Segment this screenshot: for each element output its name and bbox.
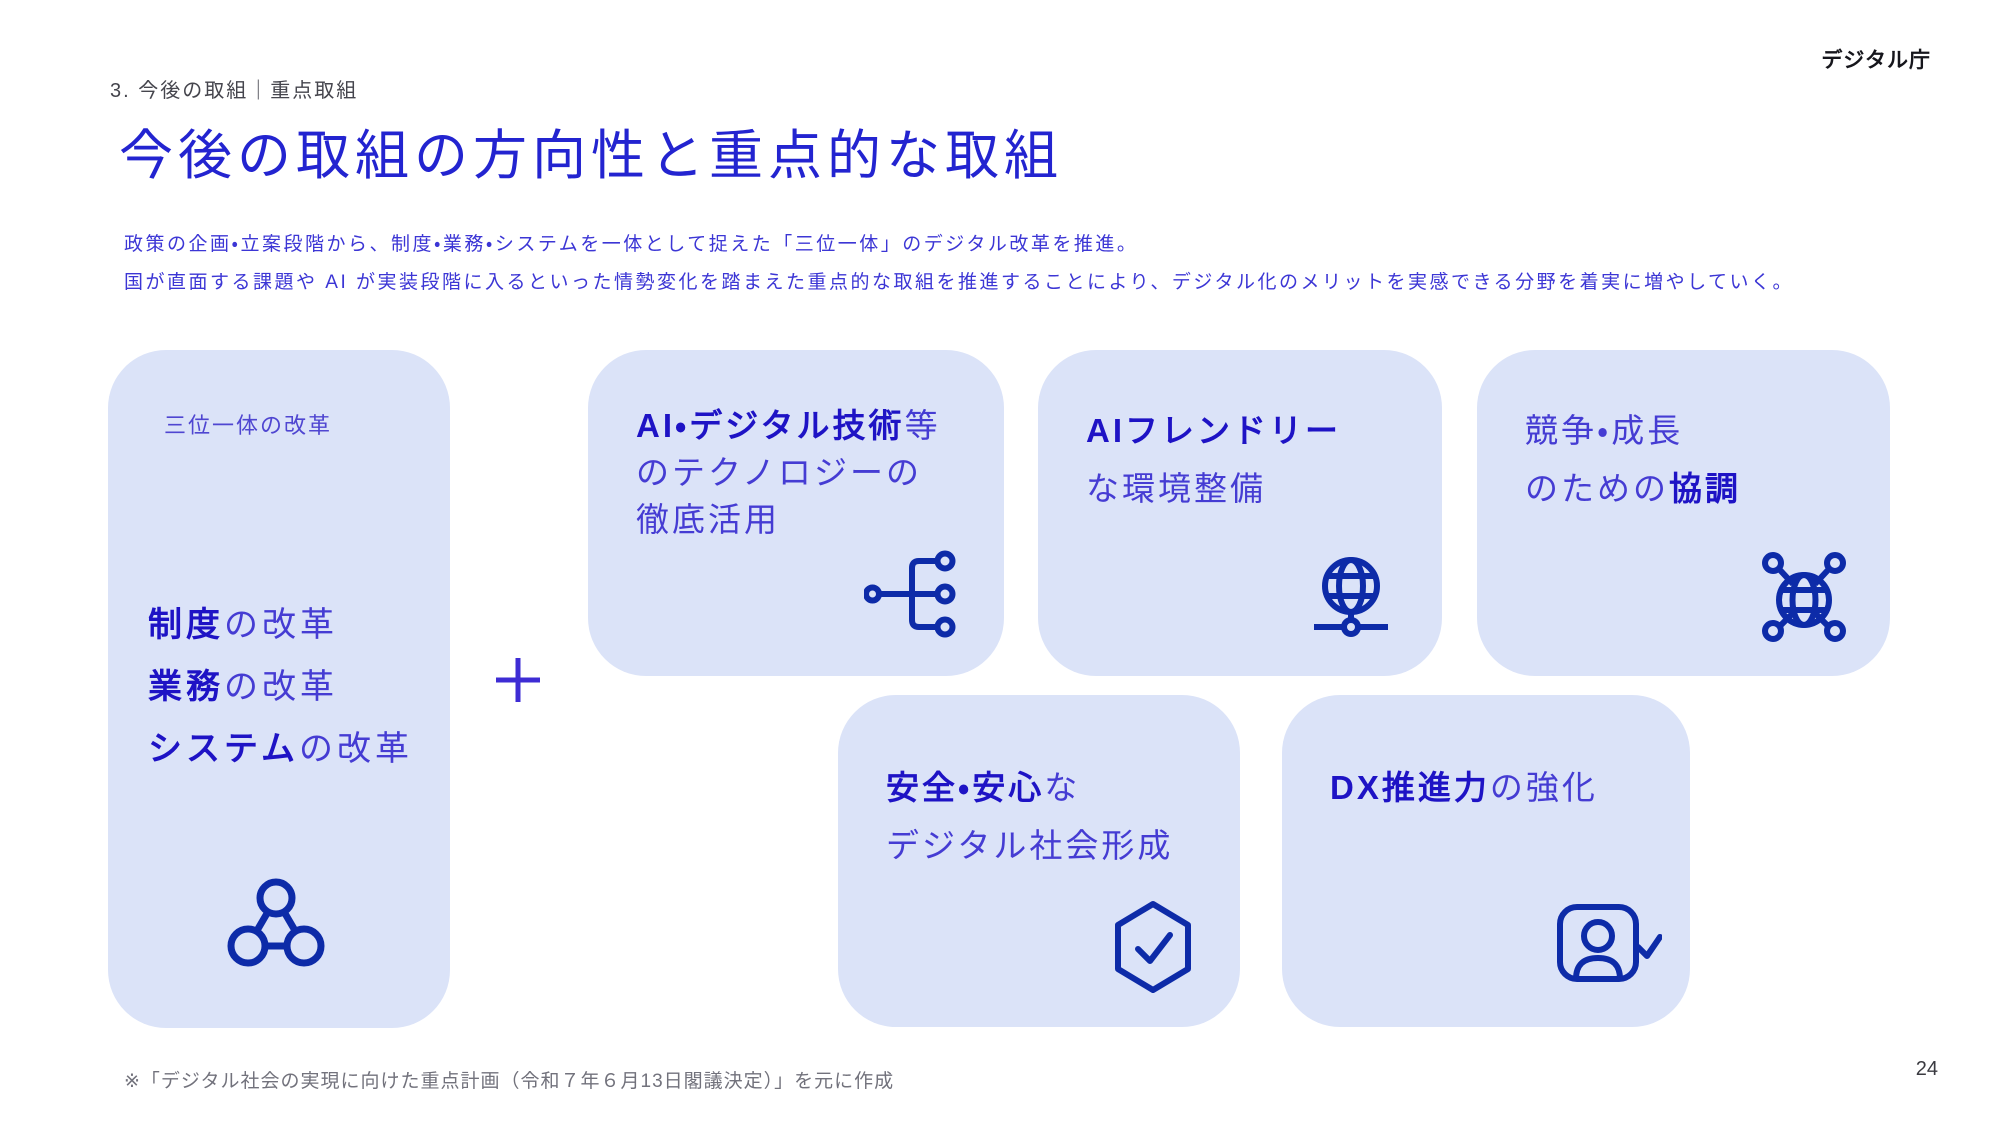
trinity-line-seido-rest: の改革 xyxy=(224,606,338,644)
trinity-line-system: システムの改革 xyxy=(148,718,413,780)
person-check-icon xyxy=(1557,904,1662,982)
card-dx-promotion: DX推進力の強化 xyxy=(1282,695,1690,1027)
safety-line-2: デジタル社会形成 xyxy=(886,827,1174,864)
trinity-line-gyomu-bold: 業務 xyxy=(148,668,224,706)
trinity-line-seido: 制度の改革 xyxy=(148,594,413,656)
trinity-line-gyomu-rest: の改革 xyxy=(224,668,338,706)
ai-friendly-line-1: AIフレンドリー xyxy=(1086,402,1341,460)
globe-collab-icon xyxy=(1762,552,1846,642)
hexagon-check-icon xyxy=(1115,901,1191,993)
plus-symbol xyxy=(492,654,544,711)
safety-line-1: 安全・安心な xyxy=(886,759,1173,817)
breadcrumb: 3. 今後の取組｜重点取組 xyxy=(110,80,359,102)
card-trinity-reform: 三位一体の改革 制度の改革 業務の改革 システムの改革 xyxy=(108,350,450,1028)
trinity-line-gyomu: 業務の改革 xyxy=(148,656,413,718)
trinity-line-system-bold: システム xyxy=(148,730,299,768)
trinity-line-seido-bold: 制度 xyxy=(148,606,224,644)
ai-tech-line-1: AI・デジタル技術等 xyxy=(636,402,941,449)
branch-network-icon xyxy=(864,550,956,638)
lead-line-2: 国が直面する課題や AI が実装段階に入るといった情勢変化を踏まえた重点的な取組… xyxy=(124,272,1795,293)
card-safe-secure-society: 安全・安心な デジタル社会形成 xyxy=(838,695,1240,1027)
competition-line-1: 競争・成長 xyxy=(1525,412,1684,449)
competition-line-2-bold: 協調 xyxy=(1669,470,1741,507)
trinity-circles-icon xyxy=(227,878,325,967)
digital-agency-logo: デジタル庁 xyxy=(1821,49,1931,72)
page-title: 今後の取組の方向性と重点的な取組 xyxy=(119,126,1063,186)
ai-tech-title-bold: AI・デジタル技術 xyxy=(636,407,905,444)
globe-network-icon xyxy=(1314,557,1388,637)
dx-title-rest: の強化 xyxy=(1489,769,1598,806)
dx-title-bold: DX推進力 xyxy=(1330,769,1490,806)
trinity-line-system-rest: の改革 xyxy=(298,730,413,768)
competition-line-2: のための協調 xyxy=(1525,460,1741,518)
lead-line-1: 政策の企画・立案段階から、制度・業務・システムを一体として捉えた「三位一体」のデ… xyxy=(124,234,1139,255)
card-ai-digital-tech: AI・デジタル技術等 のテクノロジーの 徹底活用 xyxy=(588,350,1004,676)
plus-icon xyxy=(496,658,540,702)
page-number: 24 xyxy=(1915,1058,1938,1080)
ai-tech-line-3: 徹底活用 xyxy=(636,501,780,538)
lead-paragraph: 政策の企画・立案段階から、制度・業務・システムを一体として捉えた「三位一体」のデ… xyxy=(124,226,1794,302)
ai-friendly-card-text: AIフレンドリー な環境整備 xyxy=(1086,402,1341,518)
source-footnote: ※「デジタル社会の実現に向けた重点計画（令和７年６月13日閣議決定）」を元に作成 xyxy=(124,1071,895,1092)
trinity-card-label: 三位一体の改革 xyxy=(164,413,333,438)
ai-tech-title-rest: 等 xyxy=(904,407,941,444)
ai-tech-card-text: AI・デジタル技術等 のテクノロジーの 徹底活用 xyxy=(636,402,941,543)
safety-title-bold: 安全・安心 xyxy=(886,769,1045,806)
competition-line-2-pre: のための xyxy=(1525,470,1669,507)
ai-friendly-title-bold: AIフレンドリー xyxy=(1086,412,1341,449)
ai-friendly-line-2: な環境整備 xyxy=(1086,470,1266,507)
card-ai-friendly: AIフレンドリー な環境整備 xyxy=(1038,350,1442,676)
dx-card-text: DX推進力の強化 xyxy=(1330,759,1598,817)
trinity-card-lines: 制度の改革 業務の改革 システムの改革 xyxy=(148,594,413,780)
competition-card-text: 競争・成長 のための協調 xyxy=(1525,402,1741,518)
safety-card-text: 安全・安心な デジタル社会形成 xyxy=(886,759,1173,875)
ai-tech-line-2: のテクノロジーの xyxy=(636,454,923,491)
safety-title-rest: な xyxy=(1044,769,1081,806)
dx-line-1: DX推進力の強化 xyxy=(1330,759,1598,817)
card-competition-growth: 競争・成長 のための協調 xyxy=(1477,350,1890,676)
